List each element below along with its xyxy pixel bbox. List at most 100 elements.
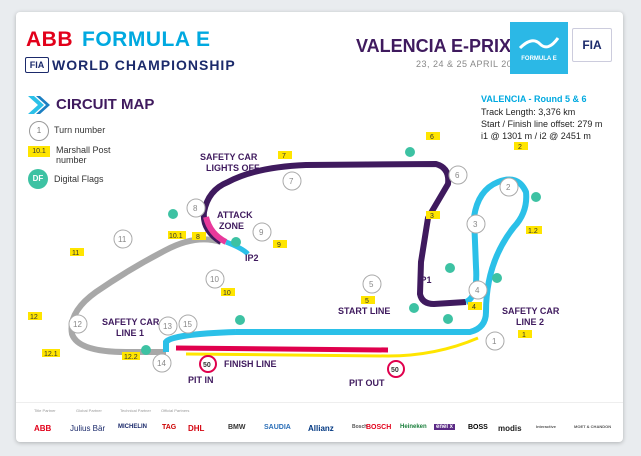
turn-numbers: 1 2 3 4 5 6 7 8 9 10 11 12 13 14 15 — [73, 171, 511, 368]
sponsor-julius-baer: Julius Bär — [70, 424, 106, 433]
svg-text:6: 6 — [455, 171, 460, 180]
ip1-label: IP1 — [418, 275, 432, 285]
svg-text:1: 1 — [492, 337, 497, 346]
formula-e-logo-text: FORMULA E — [521, 56, 557, 62]
sponsor-tag: TAG — [162, 424, 177, 431]
svg-text:10.1: 10.1 — [169, 233, 183, 240]
marshall-post-markers — [28, 132, 542, 360]
world-championship-text: WORLD CHAMPIONSHIP — [52, 57, 236, 73]
sponsor-michelin: MICHELIN — [118, 424, 147, 430]
safety-car-line-2-label-2: LINE 2 — [516, 317, 544, 327]
turn-number-label: Turn number — [54, 125, 106, 135]
svg-text:50: 50 — [203, 362, 211, 369]
sponsor-bosch-icon: Bosch — [352, 424, 368, 430]
sponsor-dhl: DHL — [188, 424, 205, 433]
sponsor-moet-chandon: MOET & CHANDON — [574, 424, 612, 429]
round-subtitle: VALENCIA - Round 5 & 6 — [481, 94, 587, 104]
safety-car-line-1-label: SAFETY CAR — [102, 317, 160, 327]
svg-text:9: 9 — [259, 228, 264, 237]
svg-text:5: 5 — [365, 298, 369, 305]
marshall-post-label: Marshall Post number — [56, 145, 111, 165]
sponsor-allianz: Allianz — [308, 424, 334, 433]
svg-text:4: 4 — [472, 304, 476, 311]
fia-small-logo: FIA — [25, 57, 49, 73]
svg-text:8: 8 — [196, 234, 200, 241]
svg-text:11: 11 — [72, 250, 79, 257]
digital-flags-label: Digital Flags — [54, 174, 104, 184]
official-partners-caption: Official Partners — [161, 408, 190, 413]
pit-out-speed-limit-icon: 50 — [387, 360, 405, 378]
svg-text:2: 2 — [506, 183, 511, 192]
sponsor-abb: ABB — [34, 424, 52, 433]
marshall-post-legend-icon: 10.1 — [28, 146, 50, 157]
sponsor-modis: modis — [498, 424, 522, 433]
svg-text:12.2: 12.2 — [124, 354, 138, 361]
track-length: Track Length: 3,376 km — [481, 107, 576, 117]
abb-brand: ABB — [26, 28, 73, 51]
safety-car-lights-off-label-2: LIGHTS OFF — [206, 163, 260, 173]
sponsor-saudia: SAUDIA — [264, 424, 291, 431]
finish-line-label: FINISH LINE — [224, 359, 277, 369]
marshall-post-numbers: 1 1.2 2 3 4 5 6 7 8 9 10 10.1 11 12 12.1… — [30, 134, 538, 361]
svg-text:12.1: 12.1 — [44, 351, 58, 358]
safety-car-line-1-label-2: LINE 1 — [116, 328, 144, 338]
sponsor-heineken: Heineken — [400, 424, 427, 430]
svg-text:9: 9 — [277, 242, 281, 249]
global-partner-caption: Global Partner — [76, 408, 102, 413]
ip2-label: IP2 — [245, 253, 259, 263]
sponsor-divider — [16, 402, 623, 403]
circuit-map-chevron-icon — [26, 94, 52, 121]
technical-partner-caption: Technical Partner — [120, 408, 151, 413]
svg-text:12: 12 — [30, 314, 38, 321]
svg-text:7: 7 — [289, 177, 294, 186]
pit-in-speed-limit-icon: 50 — [199, 355, 217, 373]
attack-zone-label: ATTACK — [217, 210, 253, 220]
digital-flags-legend-icon: DF — [28, 169, 48, 189]
track-cyan-ip2 — [225, 239, 250, 256]
sponsor-interactive: Interactive — [536, 424, 557, 429]
sponsor-enel-x: enel x — [434, 424, 456, 430]
svg-text:1: 1 — [522, 332, 526, 339]
event-dates: 23, 24 & 25 APRIL 2021 — [416, 59, 524, 69]
safety-car-lights-off-label: SAFETY CAR — [200, 152, 258, 162]
svg-text:4: 4 — [475, 286, 480, 295]
svg-text:3: 3 — [473, 220, 478, 229]
start-line-label: START LINE — [338, 306, 390, 316]
sponsor-boss: BOSS — [468, 424, 488, 431]
formula-e-logo-icon — [510, 22, 568, 74]
svg-text:50: 50 — [391, 367, 399, 374]
attack-zone-label-2: ZONE — [219, 221, 244, 231]
formula-e-brand: FORMULA E — [82, 28, 211, 51]
svg-text:2: 2 — [518, 144, 522, 151]
attack-zone-section — [203, 216, 228, 245]
pit-in-label: PIT IN — [188, 375, 214, 385]
svg-text:11: 11 — [118, 235, 127, 244]
turn-markers — [68, 165, 519, 373]
circuit-track-svg: SAFETY CAR LIGHTS OFF ATTACK ZONE IP2 IP… — [28, 132, 560, 388]
circuit-map-card: ABB FORMULA E FIA WORLD CHAMPIONSHIP VAL… — [16, 12, 623, 442]
svg-text:13: 13 — [163, 322, 172, 331]
svg-text:6: 6 — [430, 134, 434, 141]
start-finish-offset: Start / Finish line offset: 279 m — [481, 119, 603, 129]
intermediate-points: i1 @ 1301 m / i2 @ 2451 m — [481, 131, 591, 141]
circuit-map-title: CIRCUIT MAP — [56, 96, 155, 113]
digital-flag-markers — [141, 147, 541, 355]
main-straight — [163, 329, 237, 352]
title-partner-caption: Title Partner — [34, 408, 56, 413]
pit-out-label: PIT OUT — [349, 378, 385, 388]
fia-logo: FIA — [572, 28, 612, 62]
safety-car-line-2-label: SAFETY CAR — [502, 306, 560, 316]
sponsor-bmw: BMW — [228, 424, 246, 431]
track-cyan-section — [236, 176, 530, 335]
pit-lane-yellow — [185, 336, 479, 358]
event-title: VALENCIA E-PRIX — [356, 36, 512, 56]
svg-text:3: 3 — [430, 213, 434, 220]
svg-text:10: 10 — [223, 290, 231, 297]
pit-lane-red — [175, 345, 389, 353]
svg-text:15: 15 — [183, 320, 192, 329]
track-grey-section — [68, 236, 222, 355]
svg-text:5: 5 — [369, 280, 374, 289]
svg-text:1.2: 1.2 — [528, 228, 538, 235]
turn-number-legend-icon: 1 — [29, 121, 49, 141]
svg-text:7: 7 — [282, 153, 286, 160]
